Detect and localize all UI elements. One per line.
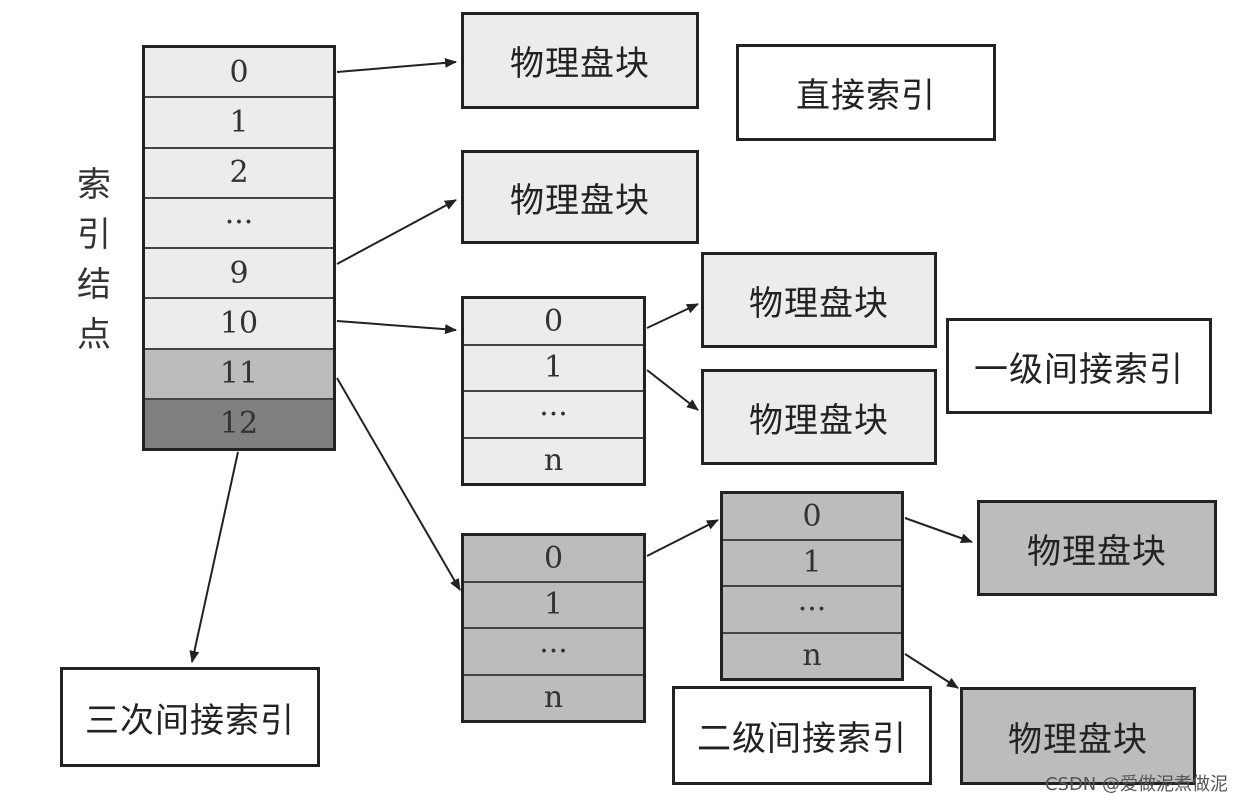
double-first-cell-n: n xyxy=(464,673,643,720)
index-cell-ellipsis: ··· xyxy=(145,196,333,247)
double-first-cell-0: 0 xyxy=(464,536,643,581)
double-second-cell-ellipsis: ··· xyxy=(723,585,901,632)
arrow-9-to-block xyxy=(336,199,457,265)
single-indirect-label: 一级间接索引 xyxy=(946,318,1212,414)
single-cell-0: 0 xyxy=(464,299,643,344)
double-second-cell-n: n xyxy=(723,631,901,678)
arrow-12-to-triple xyxy=(189,451,239,663)
index-node-table: 0 1 2 ··· 9 10 11 12 xyxy=(142,45,336,451)
double-indirect-label: 二级间接索引 xyxy=(672,686,932,785)
double-second-cell-1: 1 xyxy=(723,538,901,585)
direct-index-label: 直接索引 xyxy=(736,44,996,141)
single-cell-n: n xyxy=(464,436,643,483)
double-first-cell-1: 1 xyxy=(464,580,643,627)
arrow-11-to-double xyxy=(336,377,461,591)
single-cell-ellipsis: ··· xyxy=(464,390,643,437)
index-cell-1: 1 xyxy=(145,96,333,147)
index-node-label-char: 引 xyxy=(77,215,111,255)
physical-block-double-0: 物理盘块 xyxy=(977,500,1217,596)
double-indirect-second-table: 0 1 ··· n xyxy=(720,491,904,681)
watermark: CSDN @爱做泥煮做泥 xyxy=(1044,774,1228,795)
index-node-label-char: 结 xyxy=(77,265,111,305)
physical-block-double-n: 物理盘块 xyxy=(960,687,1196,785)
index-cell-12: 12 xyxy=(145,397,333,448)
arrow-single-1-to-block xyxy=(646,369,699,411)
arrow-single-0-to-block xyxy=(646,303,699,329)
single-cell-1: 1 xyxy=(464,343,643,390)
arrow-0-to-block xyxy=(336,57,457,73)
triple-indirect-label: 三次间接索引 xyxy=(60,667,320,767)
physical-block-direct-0: 物理盘块 xyxy=(461,12,699,109)
arrow-second-0-to-block xyxy=(904,517,973,543)
index-cell-11: 11 xyxy=(145,347,333,398)
physical-block-single-0: 物理盘块 xyxy=(701,252,937,348)
arrow-double-0-to-second xyxy=(646,519,719,557)
physical-block-direct-9: 物理盘块 xyxy=(461,150,699,244)
physical-block-single-1: 物理盘块 xyxy=(701,369,937,465)
double-second-cell-0: 0 xyxy=(723,494,901,539)
double-first-cell-ellipsis: ··· xyxy=(464,627,643,674)
index-cell-9: 9 xyxy=(145,247,333,298)
index-node-label-char: 索 xyxy=(77,165,111,205)
double-indirect-first-table: 0 1 ··· n xyxy=(461,533,646,723)
index-node-label-char: 点 xyxy=(77,315,111,355)
single-indirect-table: 0 1 ··· n xyxy=(461,296,646,486)
arrow-10-to-single xyxy=(336,320,457,335)
arrow-second-n-to-block xyxy=(904,653,959,689)
index-cell-10: 10 xyxy=(145,297,333,348)
index-cell-0: 0 xyxy=(145,48,333,97)
index-node-label: 索 引 结 点 xyxy=(72,160,116,360)
index-cell-2: 2 xyxy=(145,146,333,197)
